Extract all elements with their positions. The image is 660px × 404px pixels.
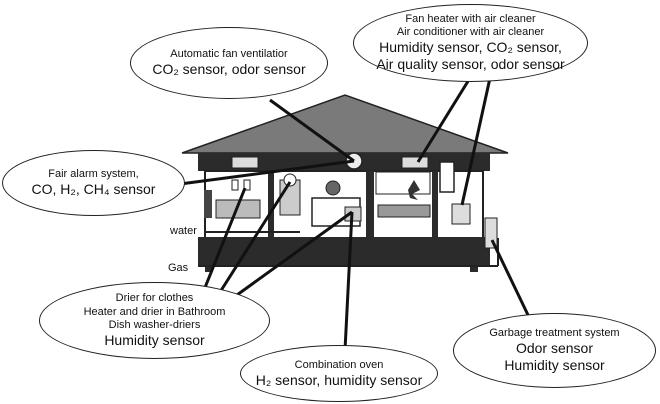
- connector-air-cleaner-2: [460, 77, 492, 206]
- wall-divider: [268, 171, 274, 239]
- floor-rug: [377, 204, 431, 218]
- connector-fan: [269, 98, 355, 163]
- pot: [325, 180, 341, 196]
- air-cleaner-sensors1: Humidity sensor, CO₂ sensor,: [379, 39, 562, 56]
- wall-divider: [432, 171, 438, 239]
- air-cleaner-line2: Air conditioner with air cleaner: [396, 26, 545, 39]
- garbage-sensor2: Humidity sensor: [504, 357, 605, 374]
- wall-divider: [366, 171, 374, 239]
- air-conditioner-left: [231, 156, 259, 169]
- fire-alarm-sensors: CO, H₂, CH₄ sensor: [31, 181, 156, 198]
- connector-fire-alarm: [164, 159, 355, 188]
- oven-title: Combination oven: [294, 358, 384, 371]
- connector-drier-3: [229, 210, 353, 302]
- washer-door: [283, 173, 297, 187]
- floor-base: [198, 237, 490, 267]
- connector-drier-2: [213, 181, 292, 301]
- fan-ventilation-title: Automatic fan ventilatior: [170, 48, 288, 60]
- drier-line1: Drier for clothes: [115, 292, 194, 305]
- roof: [181, 94, 509, 154]
- drier-line2: Heater and drier in Bathroom: [83, 305, 226, 318]
- garbage-title: Garbage treatment system: [489, 327, 620, 340]
- window: [375, 171, 431, 195]
- air-conditioner-right: [401, 156, 429, 169]
- fan-heater: [451, 203, 471, 225]
- fire-alarm-bubble: Fair alarm system, CO, H₂, CH₄ sensor: [2, 150, 185, 216]
- garbage-bubble: Garbage treatment system Odor sensor Hum…: [453, 313, 656, 388]
- air-cleaner-sensors2: Air quality sensor, odor sensor: [376, 56, 565, 73]
- fan-ventilation-sensors: CO₂ sensor, odor sensor: [152, 61, 306, 78]
- picture-frame: [439, 161, 455, 193]
- garbage-unit: [484, 217, 498, 249]
- drier-sensor: Humidity sensor: [104, 331, 205, 348]
- air-cleaner-bubble: Fan heater with air cleaner Air conditio…: [353, 4, 588, 82]
- air-cleaner-line1: Fan heater with air cleaner: [405, 13, 536, 26]
- water-label: water: [170, 225, 197, 237]
- hanging-clothes: [231, 179, 251, 191]
- plant: [408, 180, 420, 200]
- connector-air-cleaner-1: [416, 77, 472, 163]
- oven-bubble: Combination oven H₂ sensor, humidity sen…: [240, 345, 438, 402]
- gas-label: Gas: [168, 262, 189, 274]
- water-heater: [204, 190, 212, 218]
- garbage-sensor1: Odor sensor: [515, 340, 594, 357]
- connector-drier-1: [198, 187, 247, 301]
- fire-alarm-title: Fair alarm system,: [48, 168, 139, 180]
- oven-sensors: H₂ sensor, humidity sensor: [255, 371, 423, 388]
- drier-line3: Dish washer-driers: [108, 318, 201, 331]
- fan-ventilation-bubble: Automatic fan ventilatior CO₂ sensor, od…: [130, 27, 328, 99]
- connector-oven: [343, 211, 354, 351]
- drier-bubble: Drier for clothes Heater and drier in Ba…: [39, 282, 270, 359]
